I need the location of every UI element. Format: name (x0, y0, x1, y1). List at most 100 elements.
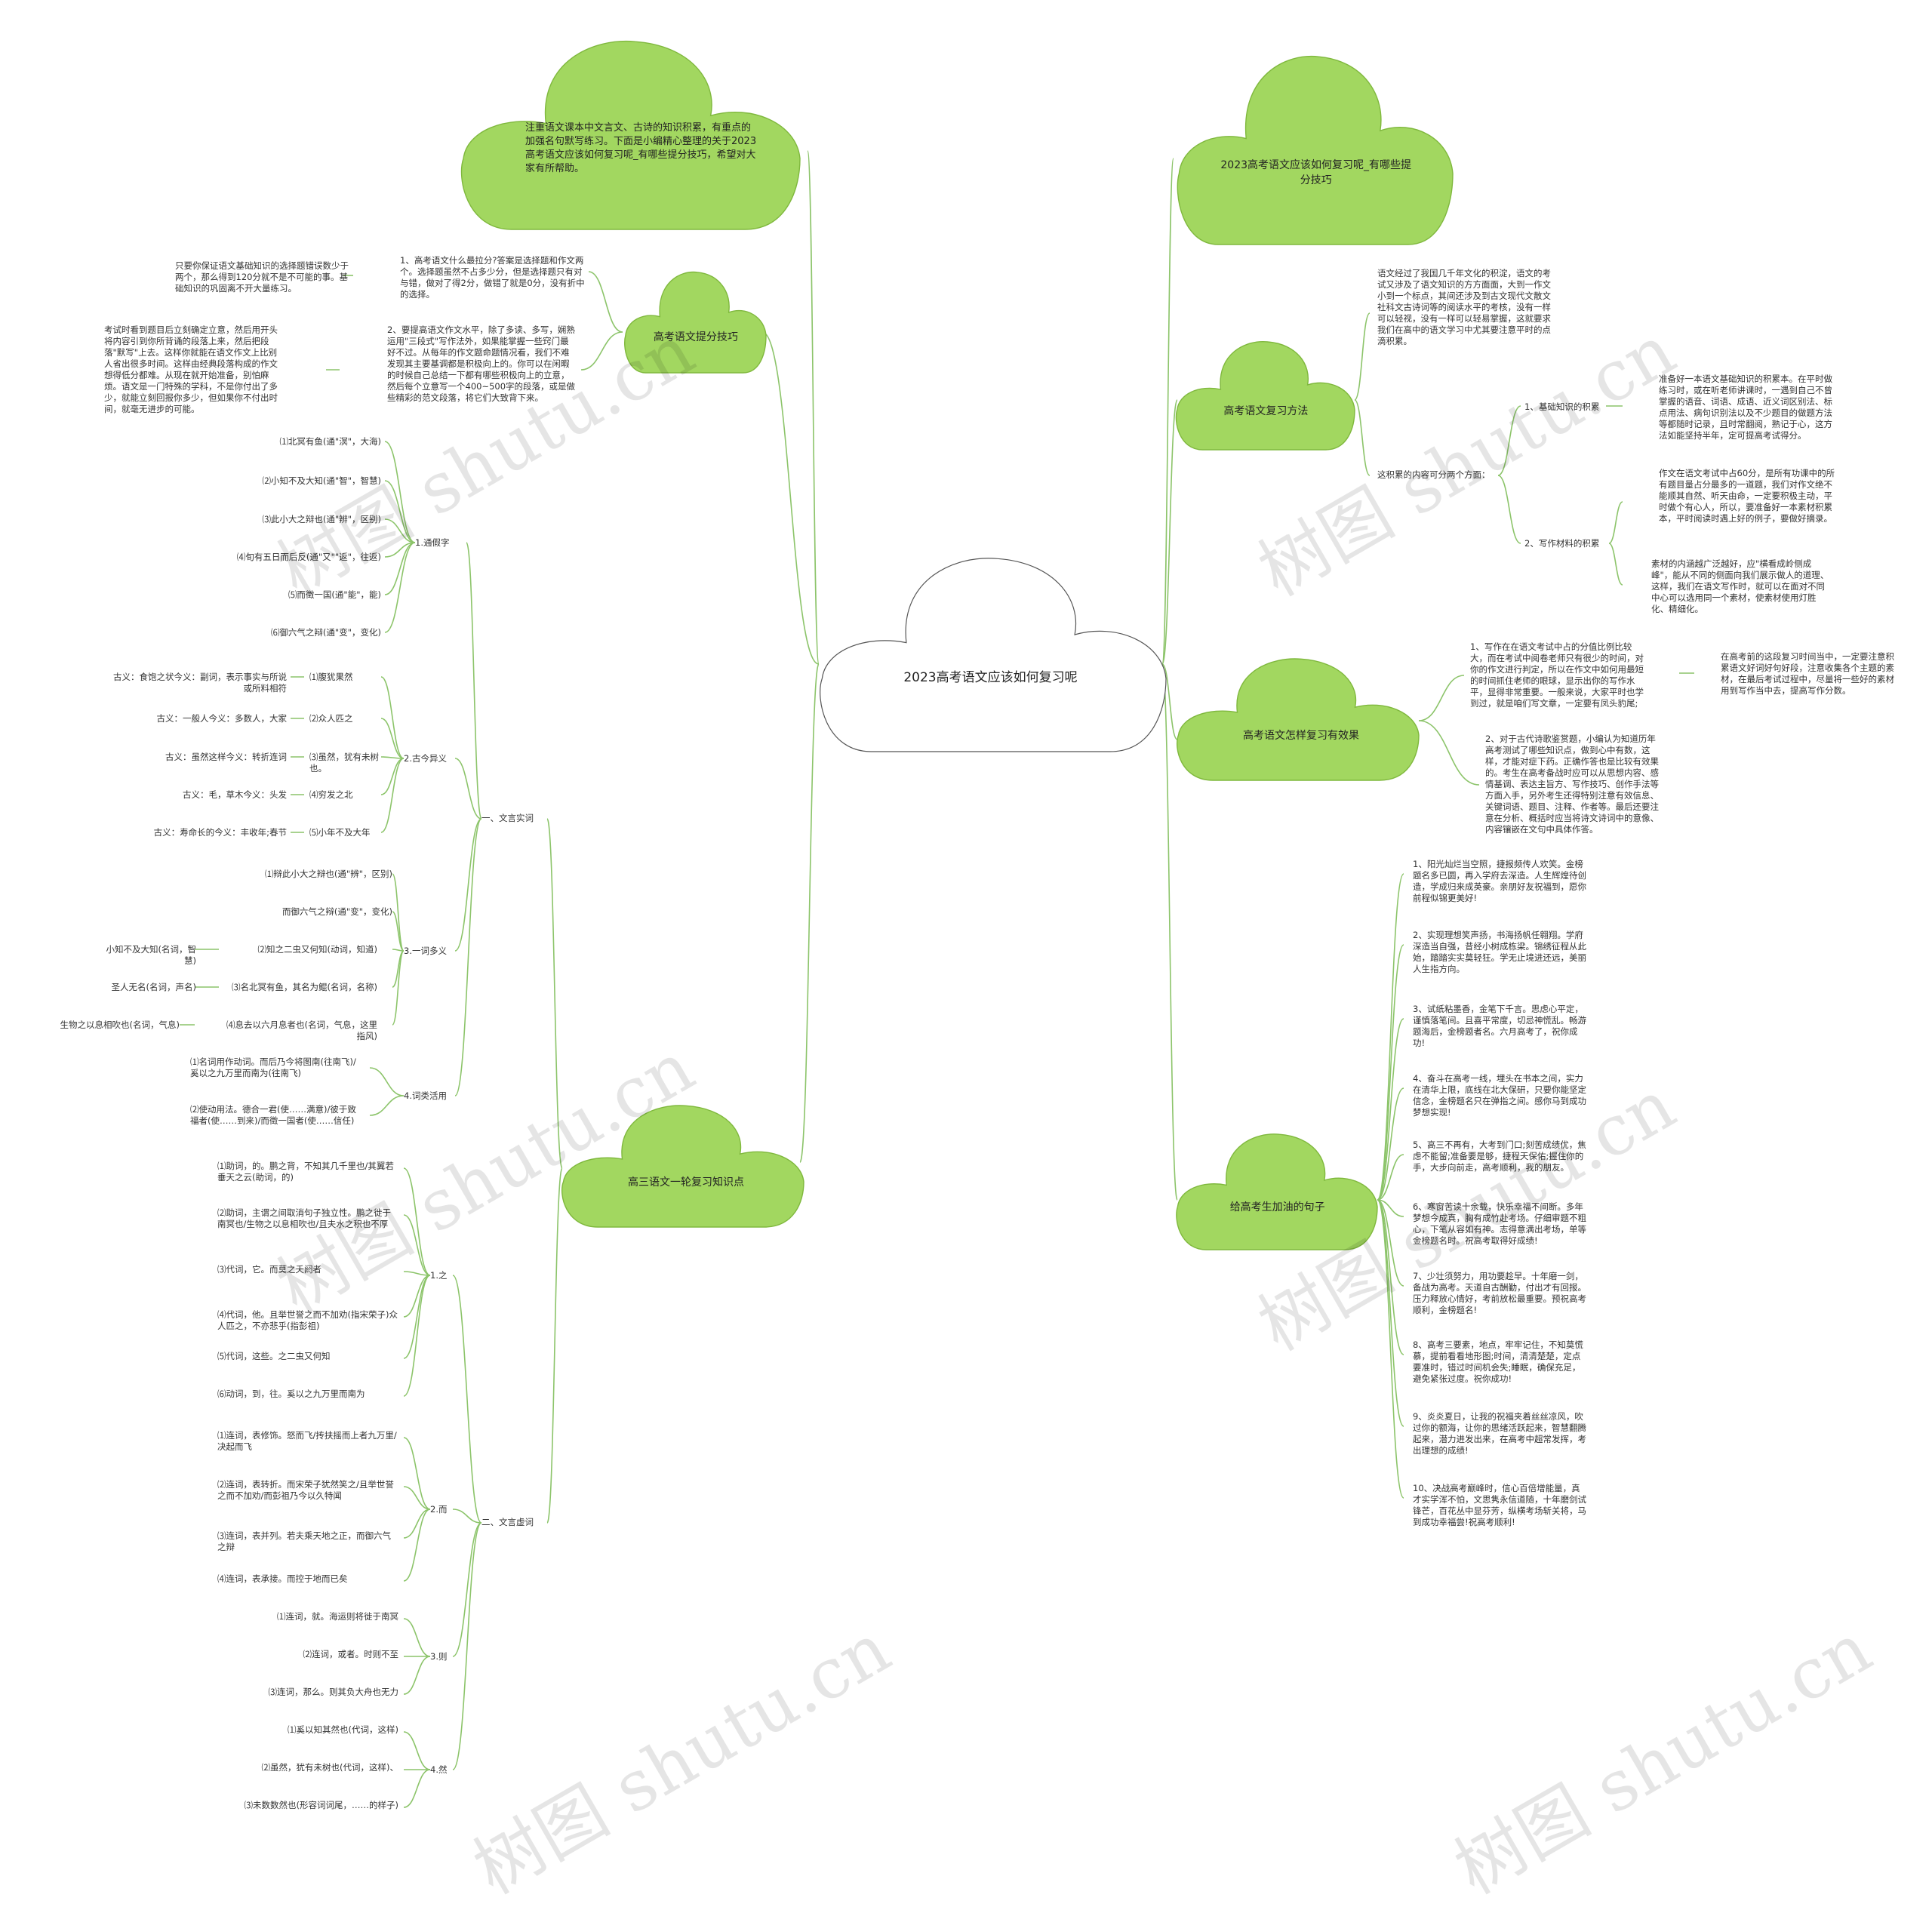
zhi-item: ⑶代词，它。而莫之夭阏者 (217, 1264, 321, 1275)
connector (1377, 944, 1404, 1201)
wish-item: 6、寒窗苦读十余载，快乐幸福不间断。多年梦想今成真，胸有成竹赴考场。仔细审题不粗… (1413, 1201, 1586, 1246)
connector (1354, 399, 1371, 476)
section-duoyi: 3.一词多义 (404, 946, 447, 956)
connector (1377, 1199, 1404, 1217)
review-cloud[interactable]: 高三语文一轮复习知识点 (558, 1103, 804, 1230)
connector (403, 1275, 431, 1359)
wish-item: 7、少壮须努力，用功要趁早。十年磨一剑，备战为高考。天道自古酬勤，付出才有回报。… (1413, 1271, 1586, 1315)
ran-item: ⑴奚以知其然也(代词，这样) (288, 1724, 398, 1735)
tongjia-item: ⑷旬有五日而后反(通"又""返"，往返) (236, 552, 381, 562)
connector (369, 1095, 405, 1116)
ze-item: ⑶连词，那么。则其负大舟也无力 (268, 1687, 399, 1697)
connector (452, 1509, 482, 1524)
connector (546, 1167, 563, 1524)
review-cloud-label: 高三语文一轮复习知识点 (628, 1176, 744, 1189)
method-base-detail: 准备好一本语文基础知识的积累本。在平时做练习时，或在听老师讲课时，一遇到自己不曾… (1659, 374, 1832, 441)
zhi-item: ⑸代词，这些。之二虫又何知 (217, 1351, 331, 1361)
connector (369, 1067, 405, 1096)
connector (380, 756, 405, 759)
wish-item: 2、实现理想笑声扬，书海扬帆任翱翔。学府深造当自强，昔经小树成栋梁。锦绣征程从此… (1413, 930, 1586, 974)
method-sub: 这积累的内容可分两个方面： (1377, 469, 1491, 480)
wish-item: 10、决战高考巅峰时，信心百倍增能量，真才实学浑不怕，文思隽永信道随，十年磨剑试… (1413, 1483, 1586, 1527)
connector (452, 1522, 482, 1657)
right-intro-cloud[interactable]: 2023高考语文应该如何复习呢_有哪些提分技巧 (1174, 53, 1454, 248)
connector (403, 1167, 431, 1276)
guyi-word: ⑴腹犹果然 (309, 672, 353, 682)
tips-item-1: 1、高考语文什么最拉分?答案是选择题和作文两个。选择题虽然不占多少分，但是选择题… (400, 255, 585, 300)
er-item: ⑶连词，表并列。若夫乘天地之正，而御六气之辩 (217, 1530, 391, 1552)
wishes-cloud-label: 给高考生加油的句子 (1229, 1201, 1325, 1213)
connector (1161, 663, 1178, 740)
connector-lines (180, 150, 1694, 1808)
connector (1377, 1087, 1404, 1201)
connector (380, 758, 405, 795)
huoyong-item: ⑵使动用法。德合一君(使……满意)/彼于致福者(使……到来)/而徵一国者(使……… (190, 1104, 356, 1126)
connector (588, 271, 623, 333)
tips-cloud[interactable]: 高考语文提分技巧 (623, 270, 767, 376)
connector (403, 1214, 431, 1276)
central-topic[interactable]: 2023高考语文应该如何复习呢 (815, 555, 1167, 755)
effect-cloud[interactable]: 高考语文怎样复习有效果 (1174, 657, 1420, 783)
tongjia-item: ⑹御六气之辩(通"变"，变化) (270, 627, 381, 638)
connector (1608, 543, 1623, 586)
review-cloud-shape (561, 1105, 804, 1228)
ze-item: ⑵连词，或者。时则不至 (303, 1649, 399, 1659)
duoyi-word: ⑴辩此小大之辩也(通"辨"，区别) (264, 869, 392, 879)
duoyi-word: ⑶名北冥有鱼，其名为鲲(名词，名称) (232, 982, 377, 992)
connector (384, 441, 416, 543)
right-intro-cloud-label: 2023高考语文应该如何复习呢_有哪些提分技巧 (1220, 159, 1412, 186)
review-part2: 二、文言虚词 (481, 1517, 534, 1527)
central-topic-label: 2023高考语文应该如何复习呢 (903, 670, 1078, 686)
connector (452, 1522, 482, 1770)
section-huoyong: 4.词类活用 (404, 1090, 447, 1101)
wish-item: 3、试纸粘墨香，金笔下千言。思虑心平定，谨慎落笔间。且喜平常度，切忌神慌乱。畅游… (1413, 1004, 1586, 1048)
method-cloud-shape (1175, 341, 1355, 451)
connector (1377, 873, 1404, 1201)
guyi-word: ⑵众人匹之 (309, 713, 353, 724)
connector (580, 331, 623, 371)
intro-cloud[interactable]: 注重语文课本中文言文、古诗的知识积累，有重点的加强名句默写练习。下面是小编精心整… (457, 38, 801, 232)
connector (384, 480, 416, 543)
ran-item: ⑵虽然，犹有未树也(代词，这样)、 (261, 1762, 398, 1773)
connector (807, 150, 820, 665)
connector (403, 1437, 431, 1510)
connector (1377, 1199, 1404, 1499)
connector (403, 1509, 431, 1582)
effect-cloud-shape (1176, 658, 1420, 781)
tips-item-1-detail: 只要你保证语文基础知识的选择题错误数少于两个，那么得到120分就不是不可能的事。… (175, 260, 349, 294)
duoyi-word: ⑵知之二虫又何知(动词，知道) (257, 944, 377, 955)
connector (799, 663, 820, 1163)
connector (403, 1271, 431, 1276)
guyi-note: 古义：一般人今义：多数人，大家 (156, 713, 288, 724)
guyi-note: 古义：食饱之状今义：副词，表示事实与所说或所料相符 (113, 672, 287, 694)
wish-item: 5、高三不再有，大考到门口;刻苦成绩优，焦虑不能留;准备要是够，捷程天保佑;握住… (1413, 1139, 1586, 1173)
connector (1377, 1199, 1404, 1287)
connector (1608, 501, 1623, 544)
er-item: ⑷连词，表承接。而控于地而已矣 (217, 1573, 348, 1584)
connector (452, 1275, 482, 1524)
tongjia-item: ⑸而徵一国(通"能"，能) (288, 589, 381, 600)
zhi-item: ⑹动词，到，往。奚以之九万里而南为 (217, 1389, 365, 1399)
connector (392, 950, 405, 1026)
mind-map: 2023高考语文应该如何复习呢 注重语文课本中文言文、古诗的知识积累，有重点的加强… (60, 38, 1894, 1910)
ze-item: ⑴连词，就。海运则将徙于南冥 (277, 1611, 398, 1622)
connector (1418, 675, 1465, 721)
central-topic-shape (820, 558, 1167, 752)
connector (1377, 1199, 1404, 1427)
method-cloud[interactable]: 高考语文复习方法 (1174, 340, 1355, 453)
tips-item-2-detail: 考试时看到题目后立刻确定立意，然后用开头将内容引到你所背诵的段落上来，然后把段落… (104, 324, 278, 414)
wishes-cloud[interactable]: 给高考生加油的句子 (1174, 1132, 1378, 1253)
ran-item: ⑶未数数然也(形容词词尾，……的样子) (244, 1800, 398, 1810)
connector (546, 818, 563, 1169)
connector (454, 818, 482, 952)
huoyong-item: ⑴名词用作动词。而后乃今将图南(往南飞)/奚以之九万里而南为(往南飞) (190, 1056, 356, 1078)
intro-cloud-label: 注重语文课本中文言文、古诗的知识积累，有重点的加强名句默写练习。下面是小编精心整… (525, 121, 757, 175)
guyi-note: 古义：寿命长的今义：丰收年;春节 (153, 827, 287, 838)
guyi-word: ⑷穷发之北 (309, 789, 353, 800)
connector (1497, 405, 1521, 476)
tips-cloud-label: 高考语文提分技巧 (653, 331, 738, 343)
wishes-cloud-shape (1176, 1133, 1378, 1250)
wish-item: 4、奋斗在高考一线，埋头在书本之间，实力在清华上限，底线在北大保研，只要你能坚定… (1413, 1073, 1586, 1118)
duoyi-note: 圣人无名(名词，声名) (111, 982, 196, 992)
wish-item: 8、高考三要素，地点，牢牢记住，不知莫慌慕，提前看看地形图;时间，清清楚楚，定点… (1413, 1339, 1583, 1384)
